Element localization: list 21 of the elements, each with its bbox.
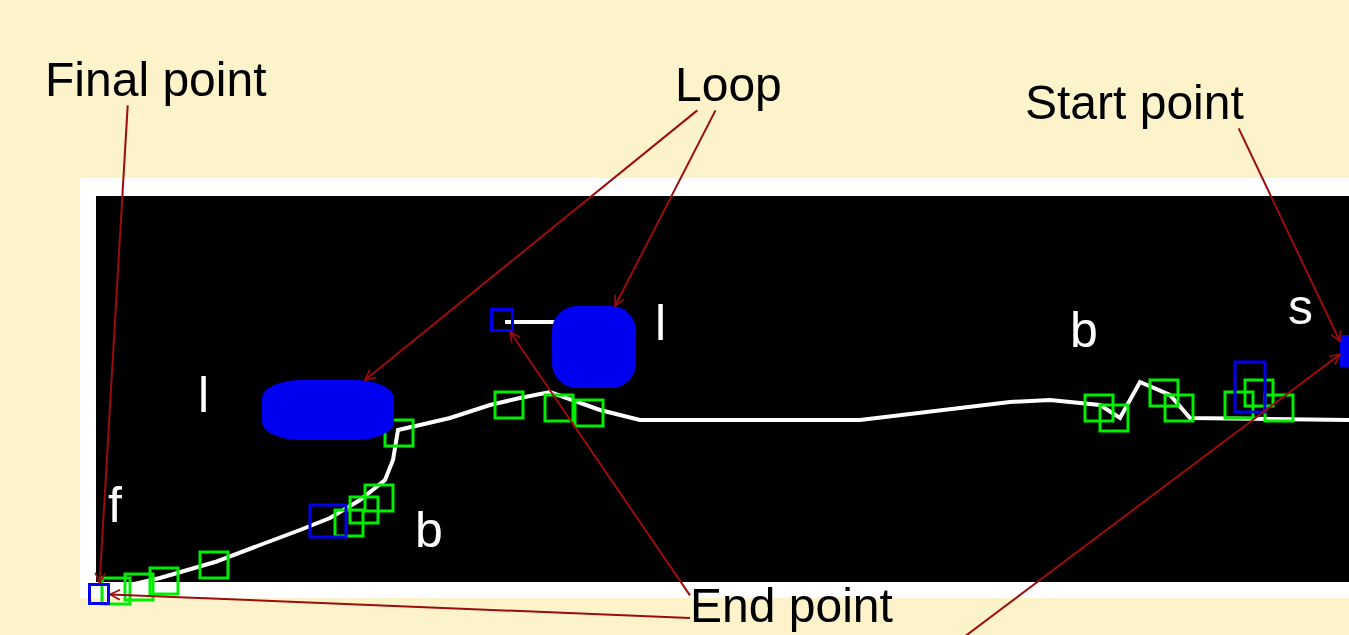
leader-arrow (509, 331, 691, 597)
region-letter: s (1288, 282, 1313, 332)
leader-arrow (1237, 127, 1341, 343)
endpoint-marker (490, 308, 514, 332)
leader-arrow (109, 589, 691, 619)
loop-region (262, 380, 394, 440)
leader-arrow (94, 104, 129, 584)
callout-label: Loop (675, 60, 782, 111)
callout-label: Start point (1025, 78, 1244, 129)
region-letter: f (108, 480, 122, 530)
leader-arrow (614, 109, 717, 307)
region-letter: b (1070, 305, 1098, 355)
leader-arrow (364, 109, 699, 381)
region-letter: l (655, 298, 667, 348)
loop-region (552, 306, 636, 388)
endpoint-marker (1340, 335, 1349, 367)
endpoint-marker (88, 583, 110, 605)
callout-label: Final point (45, 55, 267, 106)
callout-label: End point (690, 581, 893, 632)
region-letter: l (198, 370, 210, 420)
region-letter: b (415, 505, 443, 555)
